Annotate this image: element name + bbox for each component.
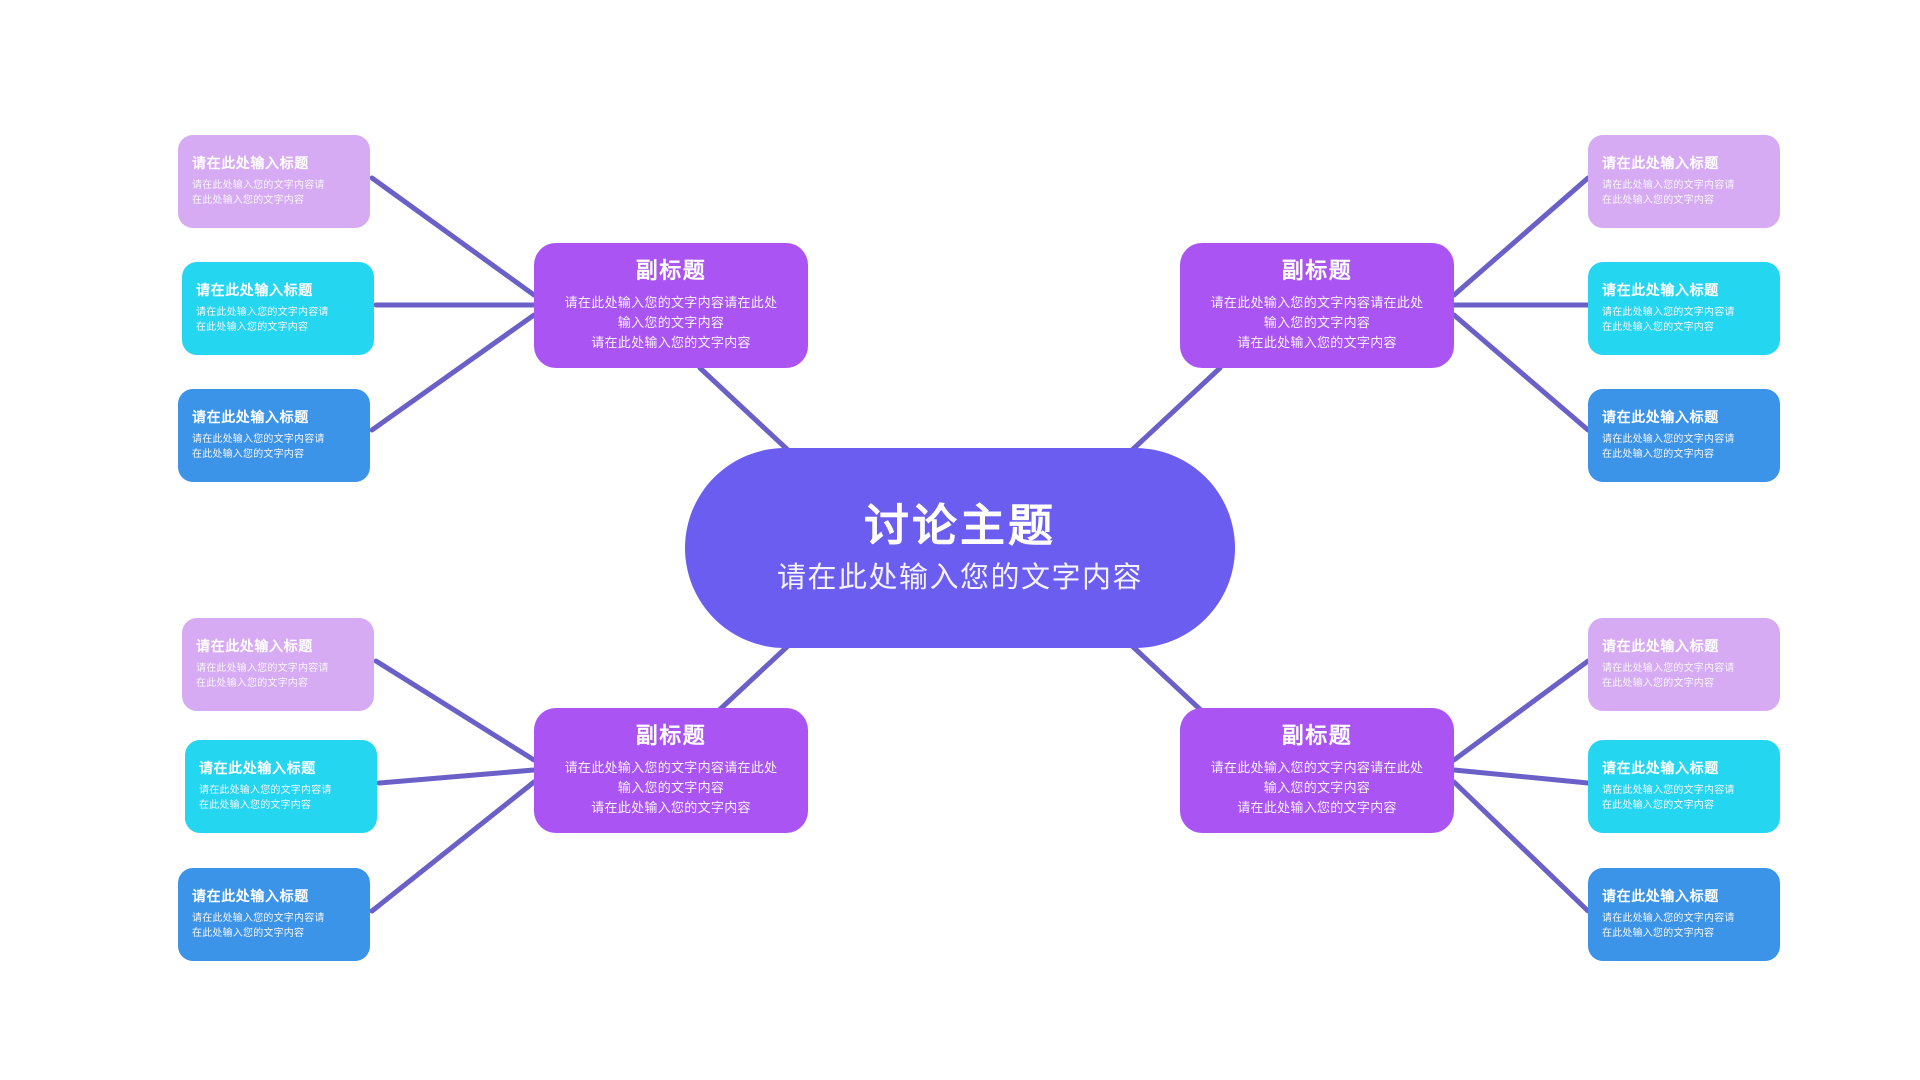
leaf-title: 请在此处输入标题 (192, 887, 309, 904)
branch-node-top-right[interactable]: 副标题 请在此处输入您的文字内容请在此处 输入您的文字内容 请在此处输入您的文字… (1180, 243, 1454, 368)
leaf-node-top-left-1[interactable]: 请在此处输入标题 请在此处输入您的文字内容请 在此处输入您的文字内容 (178, 135, 370, 228)
branch-title: 副标题 (1281, 722, 1353, 748)
branch-body-line: 输入您的文字内容 (1263, 780, 1371, 796)
leaf-node-bottom-right-2[interactable]: 请在此处输入标题 请在此处输入您的文字内容请 在此处输入您的文字内容 (1588, 740, 1780, 833)
leaf-node-bottom-left-2[interactable]: 请在此处输入标题 请在此处输入您的文字内容请 在此处输入您的文字内容 (185, 740, 377, 833)
leaf-node-top-left-3[interactable]: 请在此处输入标题 请在此处输入您的文字内容请 在此处输入您的文字内容 (178, 389, 370, 482)
leaf-body: 请在此处输入您的文字内容请 在此处输入您的文字内容 (1602, 305, 1735, 335)
central-node-title: 讨论主题 (863, 499, 1056, 551)
branch-body-line: 请在此处输入您的文字内容 (1237, 335, 1397, 351)
branch-body: 请在此处输入您的文字内容请在此处 输入您的文字内容 请在此处输入您的文字内容 (565, 758, 778, 818)
leaf-node-bottom-right-1[interactable]: 请在此处输入标题 请在此处输入您的文字内容请 在此处输入您的文字内容 (1588, 618, 1780, 711)
leaf-body: 请在此处输入您的文字内容请 在此处输入您的文字内容 (1602, 178, 1735, 208)
branch-body-line: 请在此处输入您的文字内容 (591, 335, 751, 351)
leaf-body-line: 在此处输入您的文字内容 (1602, 928, 1715, 940)
leaf-title: 请在此处输入标题 (196, 281, 313, 298)
edge-tr-branch-to-leaf-3 (1451, 312, 1591, 433)
leaf-title: 请在此处输入标题 (196, 637, 313, 654)
leaf-body-line: 请在此处输入您的文字内容请 (196, 307, 329, 319)
leaf-title: 请在此处输入标题 (1602, 759, 1719, 776)
branch-node-top-left[interactable]: 副标题 请在此处输入您的文字内容请在此处 输入您的文字内容 请在此处输入您的文字… (534, 243, 808, 368)
branch-body-line: 输入您的文字内容 (1263, 315, 1371, 331)
edge-tl-branch-to-leaf-3 (369, 312, 537, 433)
leaf-title: 请在此处输入标题 (1602, 408, 1719, 425)
leaf-node-bottom-right-3[interactable]: 请在此处输入标题 请在此处输入您的文字内容请 在此处输入您的文字内容 (1588, 868, 1780, 961)
leaf-node-top-right-1[interactable]: 请在此处输入标题 请在此处输入您的文字内容请 在此处输入您的文字内容 (1588, 135, 1780, 228)
central-node-subtitle: 请在此处输入您的文字内容 (776, 562, 1143, 595)
leaf-title: 请在此处输入标题 (1602, 281, 1719, 298)
edge-central-to-top-left (697, 365, 793, 455)
leaf-body-line: 在此处输入您的文字内容 (1602, 449, 1715, 461)
leaf-body-line: 请在此处输入您的文字内容请 (192, 180, 325, 192)
leaf-title: 请在此处输入标题 (192, 154, 309, 171)
leaf-title: 请在此处输入标题 (1602, 887, 1719, 904)
leaf-body: 请在此处输入您的文字内容请 在此处输入您的文字内容 (1602, 911, 1735, 941)
branch-node-bottom-right[interactable]: 副标题 请在此处输入您的文字内容请在此处 输入您的文字内容 请在此处输入您的文字… (1180, 708, 1454, 833)
leaf-title: 请在此处输入标题 (199, 759, 316, 776)
leaf-body-line: 请在此处输入您的文字内容请 (192, 913, 325, 925)
branch-body-line: 请在此处输入您的文字内容请在此处 (1210, 294, 1424, 310)
edge-bl-branch-to-leaf-1 (373, 658, 537, 763)
leaf-body-line: 请在此处输入您的文字内容请 (1602, 785, 1735, 797)
leaf-body-line: 请在此处输入您的文字内容请 (1602, 663, 1735, 675)
leaf-body: 请在此处输入您的文字内容请 在此处输入您的文字内容 (1602, 432, 1735, 462)
leaf-body-line: 在此处输入您的文字内容 (196, 322, 309, 334)
leaf-body: 请在此处输入您的文字内容请 在此处输入您的文字内容 (196, 661, 329, 691)
branch-body-line: 请在此处输入您的文字内容请在此处 (564, 759, 778, 775)
leaf-title: 请在此处输入标题 (1602, 637, 1719, 654)
edge-br-branch-to-leaf-2 (1451, 767, 1591, 786)
branch-body-line: 输入您的文字内容 (617, 780, 725, 796)
edge-tr-branch-to-leaf-1 (1451, 175, 1591, 298)
leaf-body: 请在此处输入您的文字内容请 在此处输入您的文字内容 (192, 911, 325, 941)
branch-node-bottom-left[interactable]: 副标题 请在此处输入您的文字内容请在此处 输入您的文字内容 请在此处输入您的文字… (534, 708, 808, 833)
edge-br-branch-to-leaf-3 (1451, 779, 1591, 914)
leaf-node-top-right-3[interactable]: 请在此处输入标题 请在此处输入您的文字内容请 在此处输入您的文字内容 (1588, 389, 1780, 482)
leaf-body-line: 在此处输入您的文字内容 (1602, 322, 1715, 334)
central-node[interactable]: 讨论主题 请在此处输入您的文字内容 (685, 448, 1235, 648)
branch-title: 副标题 (635, 257, 707, 283)
edge-tl-branch-to-leaf-1 (369, 175, 537, 298)
branch-body-line: 输入您的文字内容 (617, 315, 725, 331)
leaf-node-top-left-2[interactable]: 请在此处输入标题 请在此处输入您的文字内容请 在此处输入您的文字内容 (182, 262, 374, 355)
leaf-body-line: 在此处输入您的文字内容 (1602, 800, 1715, 812)
leaf-body: 请在此处输入您的文字内容请 在此处输入您的文字内容 (1602, 661, 1735, 691)
leaf-body-line: 在此处输入您的文字内容 (1602, 678, 1715, 690)
leaf-body-line: 请在此处输入您的文字内容请 (1602, 913, 1735, 925)
leaf-body: 请在此处输入您的文字内容请 在此处输入您的文字内容 (1602, 783, 1735, 813)
branch-title: 副标题 (1281, 257, 1353, 283)
edge-central-to-top-right (1127, 365, 1223, 455)
leaf-body-line: 请在此处输入您的文字内容请 (199, 785, 332, 797)
edge-bl-branch-to-leaf-2 (376, 767, 537, 786)
edge-br-branch-to-leaf-1 (1451, 658, 1591, 763)
branch-title: 副标题 (635, 722, 707, 748)
leaf-body-line: 请在此处输入您的文字内容请 (1602, 180, 1735, 192)
leaf-title: 请在此处输入标题 (192, 408, 309, 425)
branch-body-line: 请在此处输入您的文字内容 (591, 800, 751, 816)
edge-bl-branch-to-leaf-3 (369, 779, 537, 914)
leaf-body-line: 在此处输入您的文字内容 (192, 928, 305, 940)
leaf-node-top-right-2[interactable]: 请在此处输入标题 请在此处输入您的文字内容请 在此处输入您的文字内容 (1588, 262, 1780, 355)
branch-body-line: 请在此处输入您的文字内容请在此处 (564, 294, 778, 310)
leaf-body: 请在此处输入您的文字内容请 在此处输入您的文字内容 (199, 783, 332, 813)
leaf-body-line: 在此处输入您的文字内容 (192, 449, 305, 461)
branch-body-line: 请在此处输入您的文字内容 (1237, 800, 1397, 816)
leaf-body: 请在此处输入您的文字内容请 在此处输入您的文字内容 (196, 305, 329, 335)
branch-body: 请在此处输入您的文字内容请在此处 输入您的文字内容 请在此处输入您的文字内容 (1211, 293, 1424, 353)
leaf-body-line: 请在此处输入您的文字内容请 (1602, 434, 1735, 446)
branch-body-line: 请在此处输入您的文字内容请在此处 (1210, 759, 1424, 775)
leaf-title: 请在此处输入标题 (1602, 154, 1719, 171)
leaf-body: 请在此处输入您的文字内容请 在此处输入您的文字内容 (192, 178, 325, 208)
leaf-body: 请在此处输入您的文字内容请 在此处输入您的文字内容 (192, 432, 325, 462)
leaf-body-line: 请在此处输入您的文字内容请 (1602, 307, 1735, 319)
leaf-body-line: 在此处输入您的文字内容 (199, 800, 312, 812)
leaf-body-line: 在此处输入您的文字内容 (192, 195, 305, 207)
leaf-node-bottom-left-3[interactable]: 请在此处输入标题 请在此处输入您的文字内容请 在此处输入您的文字内容 (178, 868, 370, 961)
leaf-node-bottom-left-1[interactable]: 请在此处输入标题 请在此处输入您的文字内容请 在此处输入您的文字内容 (182, 618, 374, 711)
branch-body: 请在此处输入您的文字内容请在此处 输入您的文字内容 请在此处输入您的文字内容 (565, 293, 778, 353)
leaf-body-line: 请在此处输入您的文字内容请 (196, 663, 329, 675)
leaf-body-line: 在此处输入您的文字内容 (1602, 195, 1715, 207)
leaf-body-line: 在此处输入您的文字内容 (196, 678, 309, 690)
leaf-body-line: 请在此处输入您的文字内容请 (192, 434, 325, 446)
branch-body: 请在此处输入您的文字内容请在此处 输入您的文字内容 请在此处输入您的文字内容 (1211, 758, 1424, 818)
